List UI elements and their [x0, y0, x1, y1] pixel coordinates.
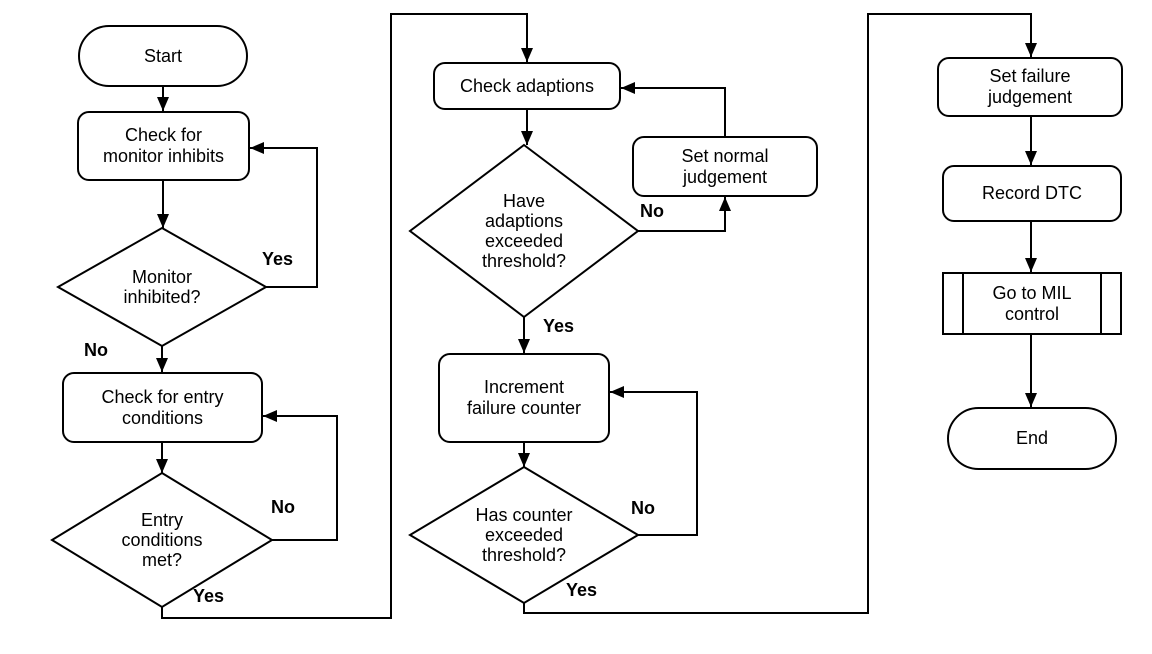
edge-label-monitor-inhibited-yes: Yes	[262, 249, 294, 269]
node-label-line: conditions	[121, 530, 203, 550]
node-check-entry-conditions: Check for entry conditions	[62, 372, 263, 443]
node-label-line: failure counter	[466, 398, 582, 418]
node-label-line: control	[1004, 303, 1060, 324]
node-label: Start	[143, 45, 182, 66]
node-label-line: judgement	[987, 87, 1073, 107]
node-set-failure-judgement: Set failure judgement	[937, 57, 1123, 117]
node-label-line: Monitor	[131, 267, 193, 287]
predefined-process-bar	[1100, 274, 1102, 333]
node-label-line: Go to MIL	[992, 282, 1072, 303]
node-label-line: Set failure	[989, 66, 1071, 86]
node-label-line: Has counter	[475, 505, 573, 525]
node-label-line: monitor inhibits	[102, 146, 225, 166]
edge-label-entry-conditions-yes: Yes	[193, 586, 225, 606]
edge-entry-met-no-loop	[263, 410, 338, 541]
node-label-line: inhibited?	[123, 287, 201, 307]
node-label-line: Set normal	[681, 145, 769, 166]
edge-label-has-counter-yes: Yes	[566, 580, 598, 600]
node-label-line: exceeded	[484, 231, 564, 251]
node-label: Record DTC	[981, 183, 1083, 203]
node-label-line: Entry	[140, 510, 183, 530]
node-label-line: Check for	[124, 125, 203, 145]
edge-entry-met-yes-to-check-adaptions	[161, 13, 533, 619]
edge-label-have-adaptions-yes: Yes	[543, 316, 575, 336]
node-label-line: exceeded	[484, 525, 564, 545]
node-label-line: threshold?	[481, 545, 567, 565]
node-label-line: threshold?	[481, 251, 567, 271]
diamond-monitor-inhibited	[55, 226, 269, 348]
node-label-line: Have	[502, 191, 546, 211]
label-entry-conditions-met: Entry conditions met?	[121, 510, 202, 570]
edge-have-adaptions-no	[638, 197, 731, 232]
node-start: Start	[78, 25, 248, 87]
node-label: End	[1015, 428, 1049, 448]
node-check-monitor-inhibits: Check for monitor inhibits	[77, 111, 250, 181]
node-label: Check adaptions	[459, 75, 595, 96]
edge-has-counter-no-loop	[610, 386, 698, 536]
node-label-line: Increment	[483, 377, 565, 397]
node-check-adaptions: Check adaptions	[433, 62, 621, 110]
edge-set-normal-to-check-adaptions-loop	[621, 82, 726, 136]
node-label-line: met?	[141, 550, 183, 570]
edge-label-have-adaptions-no: No	[640, 201, 664, 221]
predefined-process-bar	[962, 274, 964, 333]
diamond-have-adaptions-exceeded	[408, 143, 640, 319]
edge-label-entry-conditions-no: No	[271, 497, 295, 517]
node-increment-failure-counter: Increment failure counter	[438, 353, 610, 443]
edge-label-monitor-inhibited-no: No	[84, 340, 108, 360]
node-label-line: judgement	[682, 166, 768, 187]
node-record-dtc: Record DTC	[942, 165, 1122, 222]
node-label-line: conditions	[121, 407, 204, 428]
node-end: End	[947, 407, 1117, 470]
edge-label-has-counter-no: No	[631, 498, 655, 518]
node-label-line: adaptions	[484, 211, 564, 231]
label-monitor-inhibited: Monitor inhibited?	[123, 267, 200, 307]
node-set-normal-judgement: Set normal judgement	[632, 136, 818, 197]
node-label-line: Check for entry	[101, 386, 224, 407]
label-have-adaptions-exceeded: Have adaptions exceeded threshold?	[482, 191, 566, 271]
edge-monitor-inhibited-yes-loop	[250, 142, 318, 288]
label-has-counter-exceeded: Has counter exceeded threshold?	[475, 505, 572, 565]
node-go-to-mil-control: Go to MIL control	[942, 272, 1122, 335]
diamond-entry-conditions-met	[50, 471, 274, 609]
diamond-has-counter-exceeded	[408, 465, 640, 605]
edge-has-counter-yes-to-set-failure	[523, 13, 1037, 614]
